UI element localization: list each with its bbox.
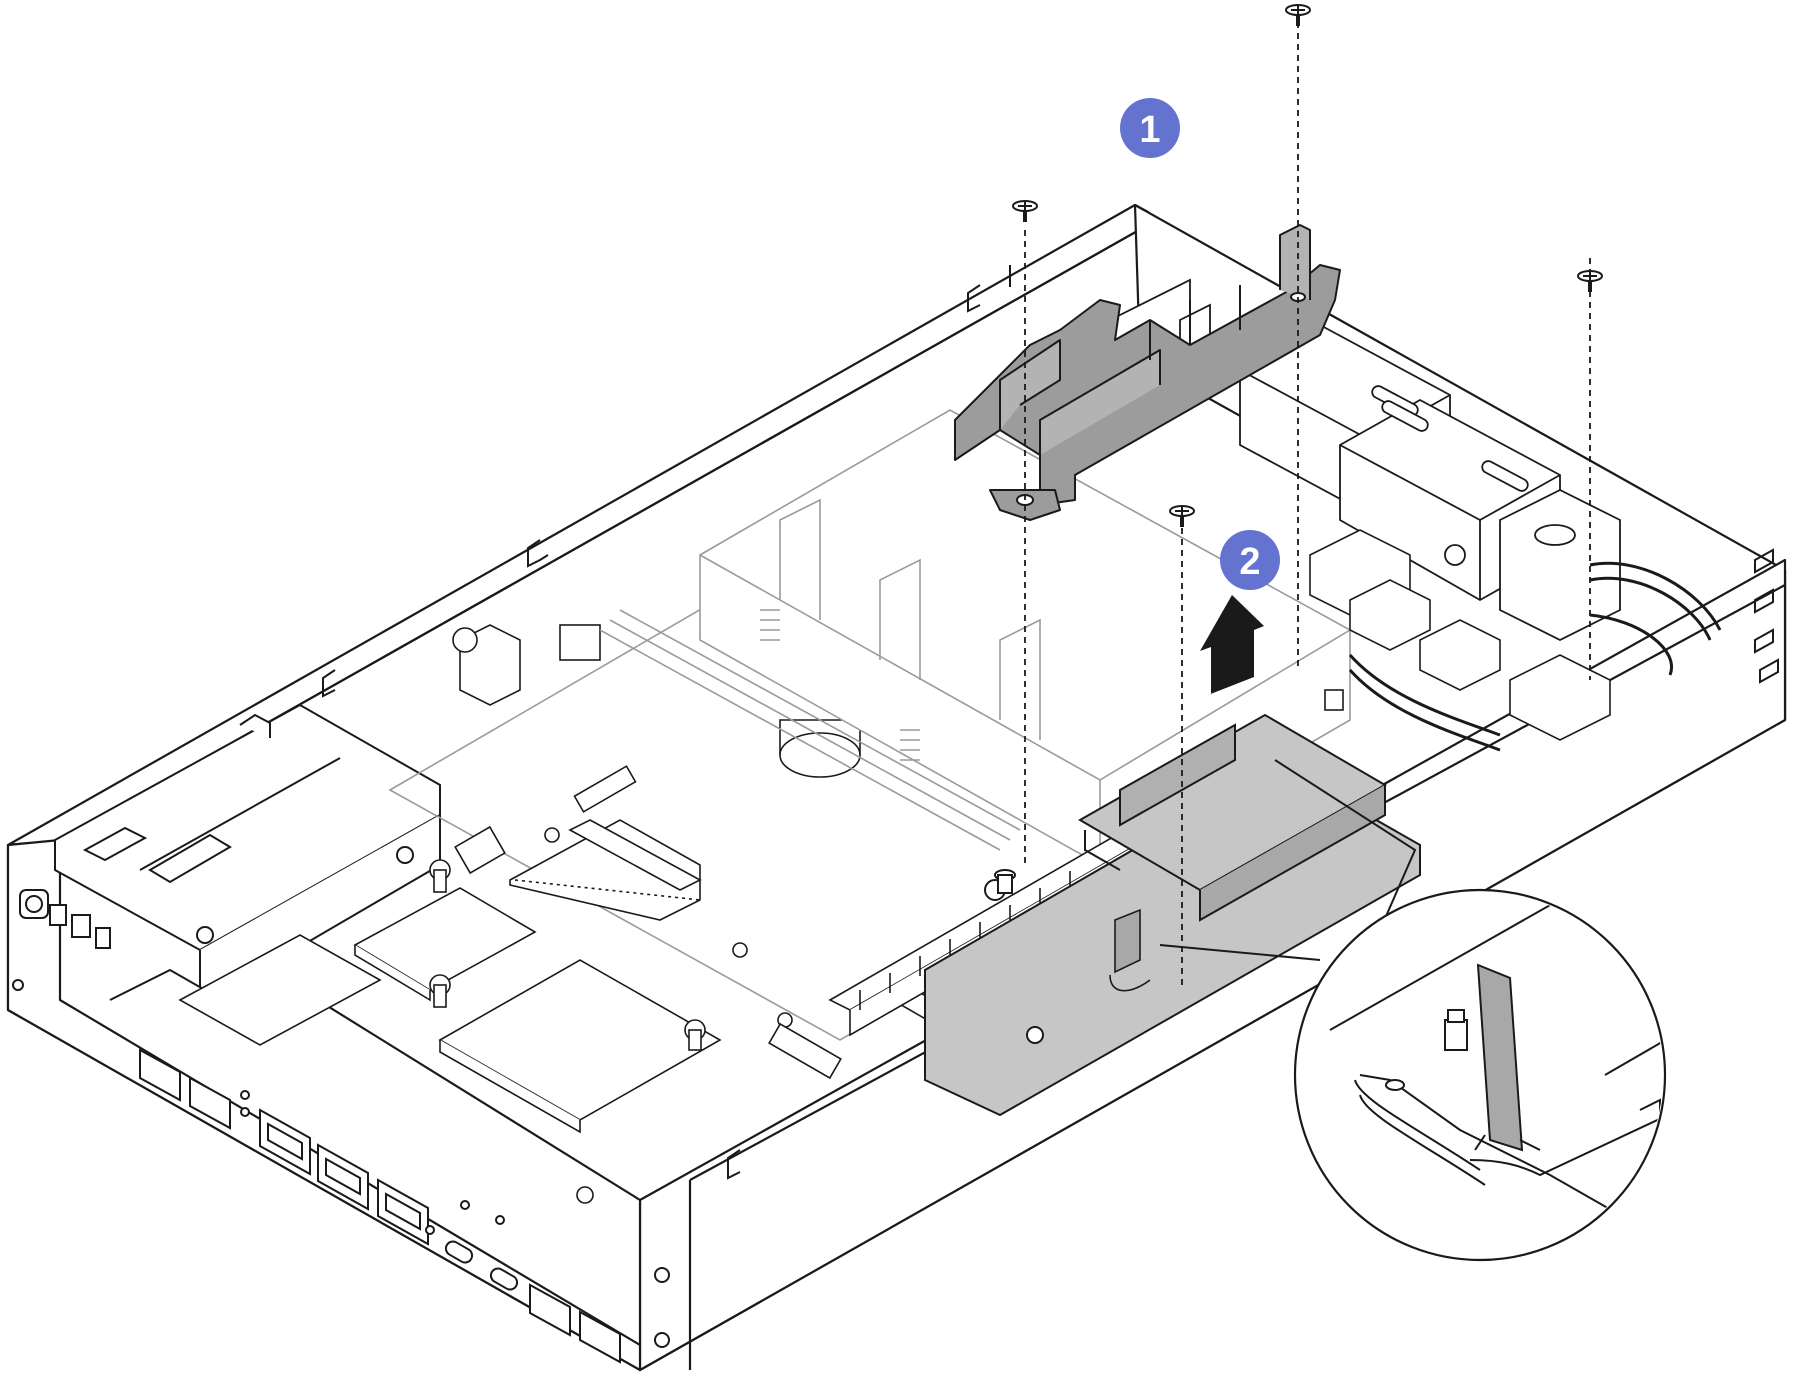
led-3 bbox=[95, 927, 111, 949]
usb-port-c bbox=[529, 1283, 571, 1337]
right-connectors bbox=[1309, 529, 1611, 741]
led-1 bbox=[49, 904, 67, 926]
led-2 bbox=[71, 914, 91, 938]
step-badge-2: 2 bbox=[1220, 530, 1280, 590]
usb-c-port-1 bbox=[444, 1240, 474, 1264]
usb-port-b bbox=[189, 1076, 231, 1130]
m2-card-3 bbox=[178, 934, 382, 1046]
step-number: 1 bbox=[1139, 109, 1160, 151]
lift-arrow-icon bbox=[1200, 595, 1264, 695]
usb-port-a bbox=[139, 1048, 181, 1102]
power-tray bbox=[924, 713, 1421, 1117]
release-tab bbox=[1109, 908, 1151, 992]
screw-guide-lines bbox=[1024, 22, 1591, 990]
screws bbox=[994, 4, 1603, 894]
front-io-ports bbox=[12, 889, 670, 1364]
standoffs bbox=[429, 827, 793, 1204]
cables bbox=[1348, 561, 1722, 752]
detail-callout bbox=[1159, 759, 1667, 1262]
screw-icon bbox=[1577, 270, 1603, 292]
step-number: 2 bbox=[1239, 541, 1260, 583]
cmos-battery bbox=[779, 732, 861, 778]
screw-icon bbox=[1012, 200, 1038, 222]
usb-c-port-2 bbox=[489, 1267, 519, 1291]
usb-port-d bbox=[579, 1310, 621, 1364]
step-badge-icon bbox=[1120, 98, 1180, 158]
rail-notches bbox=[322, 265, 1779, 1180]
step-badge-icon bbox=[1220, 530, 1280, 590]
air-baffle-bracket bbox=[954, 224, 1341, 521]
step-badge-1: 1 bbox=[1120, 98, 1180, 158]
screw-icon bbox=[1169, 505, 1195, 527]
screw-icon bbox=[1285, 4, 1311, 26]
